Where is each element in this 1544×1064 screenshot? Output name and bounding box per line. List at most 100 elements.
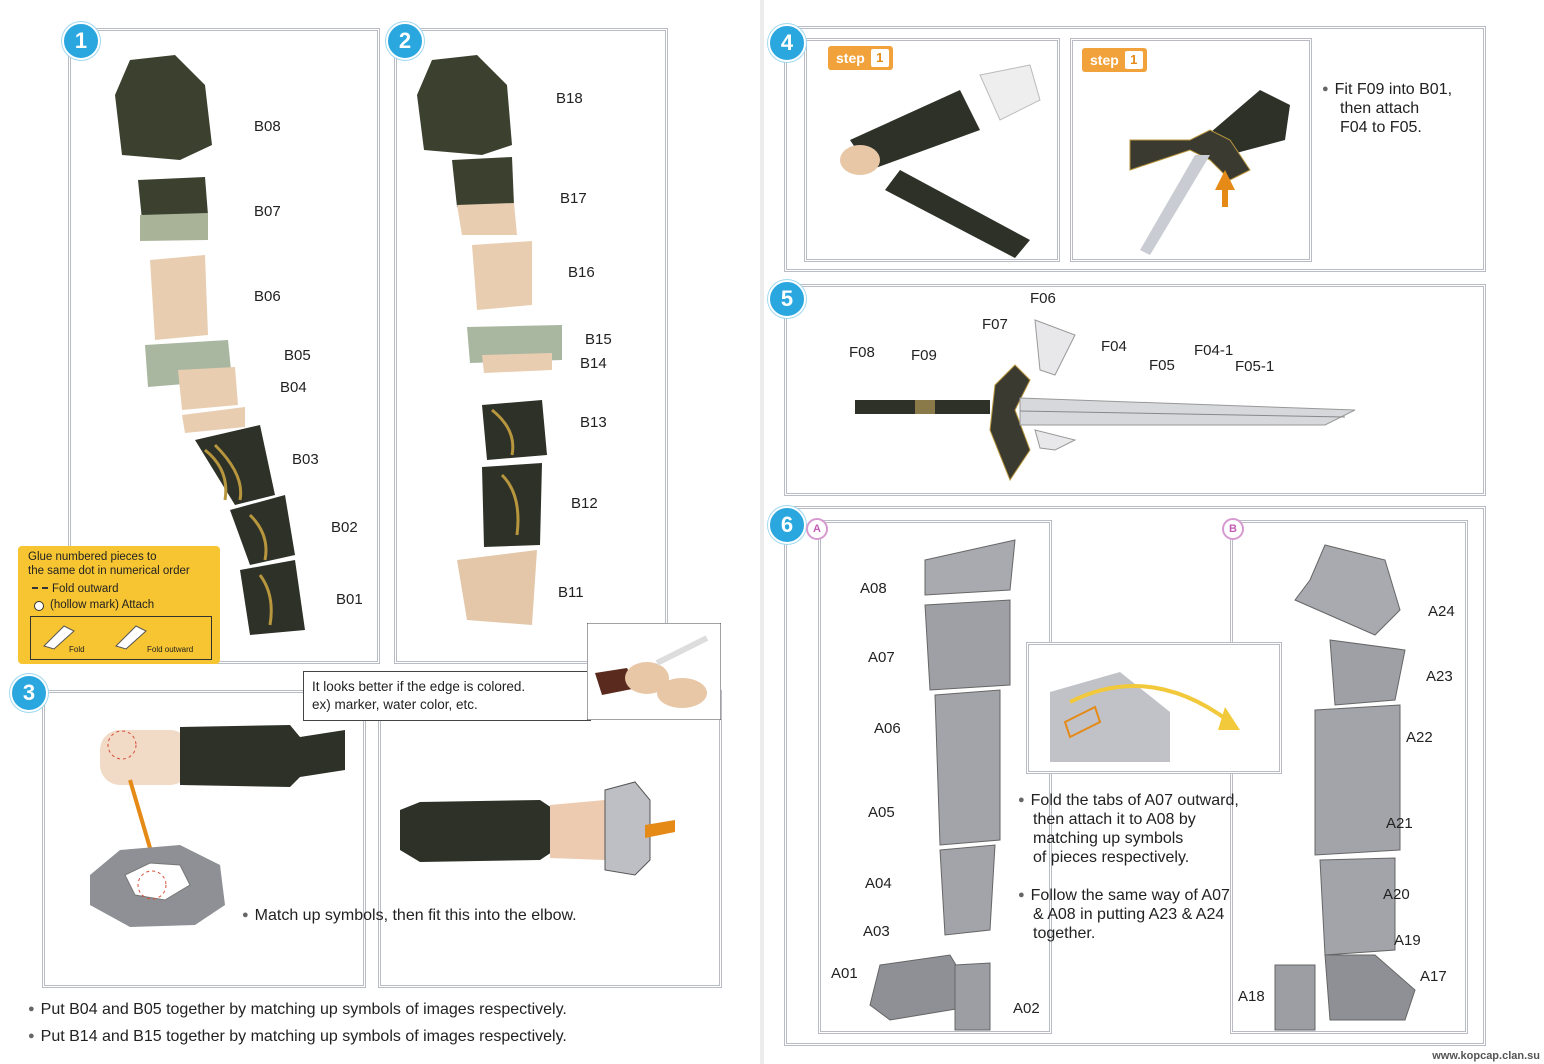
step4-step-badge-right: step 1 bbox=[1082, 48, 1147, 72]
tip-line-1: It looks better if the edge is colored. bbox=[312, 679, 526, 694]
legend-title-1: Glue numbered pieces to bbox=[28, 551, 157, 563]
follow-text: ●Follow the same way of A07 & A08 in put… bbox=[1018, 887, 1230, 942]
label-b11: B11 bbox=[558, 584, 584, 601]
step3-badge: 3 bbox=[10, 674, 48, 712]
label-b03: B03 bbox=[292, 451, 319, 468]
legend-fold-outward: Fold outward bbox=[52, 583, 119, 595]
step4-badge: 4 bbox=[768, 24, 806, 62]
label-b08: B08 bbox=[254, 118, 281, 135]
label-a08: A08 bbox=[860, 580, 887, 597]
label-a18: A18 bbox=[1238, 988, 1265, 1005]
step2-badge: 2 bbox=[386, 22, 424, 60]
label-b17: B17 bbox=[560, 190, 587, 207]
label-a06: A06 bbox=[874, 720, 901, 737]
step5-panel bbox=[784, 284, 1486, 496]
label-a17: A17 bbox=[1420, 968, 1447, 985]
step4-photo-right bbox=[1070, 38, 1312, 262]
label-b07: B07 bbox=[254, 203, 281, 220]
legend-fold-outward-small: Fold outward bbox=[147, 645, 194, 654]
legend-hollow: (hollow mark) Attach bbox=[50, 599, 155, 611]
label-f07: F07 bbox=[982, 316, 1008, 333]
follow-line-2: & A08 in putting A23 & A24 bbox=[1033, 906, 1225, 923]
label-b01: B01 bbox=[336, 591, 363, 608]
label-b06: B06 bbox=[254, 288, 281, 305]
label-b02: B02 bbox=[331, 519, 358, 536]
note-b14-b15: ●Put B14 and B15 together by matching up… bbox=[28, 1028, 567, 1045]
footer-url: www.kopcap.clan.su bbox=[1432, 1050, 1540, 1062]
fold-icon bbox=[43, 625, 75, 650]
match-symbols-label: Match up symbols, then fit this into the… bbox=[254, 907, 577, 924]
match-symbols-text: ●Match up symbols, then fit this into th… bbox=[242, 907, 577, 924]
boot-a-illustration bbox=[869, 539, 1016, 1031]
step-num: 1 bbox=[1124, 51, 1143, 69]
label-b16: B16 bbox=[568, 264, 595, 281]
step4-line-2: then attach bbox=[1340, 100, 1420, 117]
fold-tabs-text: ●Fold the tabs of A07 outward, then atta… bbox=[1018, 792, 1239, 866]
label-a03: A03 bbox=[863, 923, 890, 940]
legend-hollow-mark-icon bbox=[34, 601, 44, 611]
step6-sub-b: B bbox=[1222, 518, 1244, 540]
fold-line-1: Fold the tabs of A07 outward, bbox=[1030, 792, 1239, 809]
note-b04-b05-label: Put B04 and B05 together by matching up … bbox=[40, 1001, 567, 1018]
label-f09: F09 bbox=[911, 347, 937, 364]
elbow-illustration bbox=[90, 725, 345, 927]
label-a07: A07 bbox=[868, 649, 895, 666]
follow-line-1: Follow the same way of A07 bbox=[1030, 887, 1230, 904]
label-b14: B14 bbox=[580, 355, 607, 372]
label-a20: A20 bbox=[1383, 886, 1410, 903]
tip-callout: It looks better if the edge is colored. … bbox=[303, 671, 591, 721]
step4-line-1: Fit F09 into B01, bbox=[1334, 81, 1453, 98]
label-a01: A01 bbox=[831, 965, 858, 982]
note-b04-b05: ●Put B04 and B05 together by matching up… bbox=[28, 1001, 567, 1018]
step-word: step bbox=[1090, 52, 1119, 68]
step6-badge: 6 bbox=[768, 506, 806, 544]
note-b14-b15-label: Put B14 and B15 together by matching up … bbox=[40, 1028, 567, 1045]
sword-parts-illustration bbox=[855, 319, 1356, 482]
glue-legend: Glue numbered pieces to the same dot in … bbox=[18, 546, 220, 664]
label-b15: B15 bbox=[585, 331, 612, 348]
legend-fold-outward-icon bbox=[32, 587, 48, 592]
label-b12: B12 bbox=[571, 495, 598, 512]
label-b18: B18 bbox=[556, 90, 583, 107]
label-f05: F05 bbox=[1149, 357, 1175, 374]
label-a24: A24 bbox=[1428, 603, 1455, 620]
step-num: 1 bbox=[870, 49, 889, 67]
gauntlet-elbow-illustration bbox=[400, 781, 675, 876]
step6-sub-a: A bbox=[806, 518, 828, 540]
label-f04: F04 bbox=[1101, 338, 1127, 355]
label-a21: A21 bbox=[1386, 815, 1413, 832]
step1-badge: 1 bbox=[62, 22, 100, 60]
sword-insertion-photo bbox=[1129, 90, 1290, 255]
label-f05-1: F05-1 bbox=[1235, 358, 1275, 375]
step4-step-badge-left: step 1 bbox=[828, 46, 893, 70]
step4-line-3: F04 to F05. bbox=[1340, 119, 1422, 136]
label-a22: A22 bbox=[1406, 729, 1433, 746]
coloring-photo bbox=[587, 623, 721, 720]
step4-instructions: ●Fit F09 into B01, then attach F04 to F0… bbox=[1322, 81, 1453, 136]
label-a19: A19 bbox=[1394, 932, 1421, 949]
page-gutter bbox=[760, 0, 764, 1064]
legend-fold-small: Fold bbox=[69, 645, 85, 654]
fold-line-3: matching up symbols bbox=[1033, 830, 1184, 847]
label-a02: A02 bbox=[1013, 1000, 1040, 1017]
step5-badge: 5 bbox=[768, 280, 806, 318]
label-f08: F08 bbox=[849, 344, 875, 361]
fold-outward-icon bbox=[115, 625, 147, 650]
label-a05: A05 bbox=[868, 804, 895, 821]
label-b04: B04 bbox=[280, 379, 307, 396]
legend-diagram-box: Fold Fold outward bbox=[30, 616, 212, 660]
label-a04: A04 bbox=[865, 875, 892, 892]
label-b05: B05 bbox=[284, 347, 311, 364]
arm-insertion-photo bbox=[840, 64, 1041, 258]
boot-b-illustration bbox=[1274, 544, 1416, 1031]
legend-title-2: the same dot in numerical order bbox=[28, 565, 190, 577]
label-b13: B13 bbox=[580, 414, 607, 431]
fold-line-2: then attach it to A08 by bbox=[1033, 811, 1196, 828]
arm-illustration-b2 bbox=[417, 55, 562, 625]
fold-line-4: of pieces respectively. bbox=[1033, 849, 1190, 866]
label-a23: A23 bbox=[1426, 668, 1453, 685]
arm-illustration-b bbox=[115, 55, 305, 635]
fold-tabs-illustration bbox=[1050, 672, 1240, 762]
tip-line-2: ex) marker, water color, etc. bbox=[312, 697, 478, 712]
label-f04-1: F04-1 bbox=[1194, 342, 1234, 359]
